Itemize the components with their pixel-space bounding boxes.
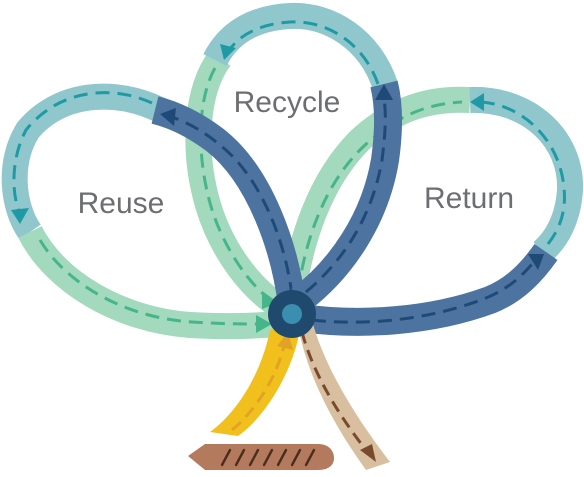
reuse-loop-mint-band xyxy=(18,225,277,340)
stem-yellow-arrow xyxy=(231,345,286,432)
stem-brown-hatch xyxy=(220,448,316,467)
reuse-loop-teal-arrowhead xyxy=(11,208,29,224)
stem-yellow-band xyxy=(210,330,300,436)
recycle-navy-arrow xyxy=(305,99,387,294)
stem-tan-arrow xyxy=(300,331,368,451)
reuse-loop-mint-arrowhead xyxy=(256,315,272,333)
return-label: Return xyxy=(424,182,514,215)
recycle-loop-teal-band xyxy=(203,2,398,90)
recycle-loop-teal-arrow xyxy=(226,20,380,85)
reuse-loop-teal-arrow xyxy=(12,91,153,215)
reuse-loop-mint-arrow xyxy=(38,239,259,326)
reuse-navy-arrowhead xyxy=(160,108,176,126)
recycle-navy-arrowhead xyxy=(375,84,393,100)
return-loop-teal-band xyxy=(469,86,584,262)
return-loop xyxy=(279,86,584,302)
reuse-label: Reuse xyxy=(78,187,165,220)
reuse-navy-band xyxy=(151,96,306,307)
reuse-loop xyxy=(1,83,277,340)
stem-tan-band xyxy=(297,320,390,470)
hub-circle-icon xyxy=(268,290,316,338)
navy-bands xyxy=(151,80,558,336)
recycle-navy-band xyxy=(291,80,402,312)
return-loop-mint-band xyxy=(279,86,471,302)
return-loop-mint-arrow xyxy=(296,100,463,293)
stem xyxy=(188,320,390,470)
return-navy-arrowhead xyxy=(528,254,544,270)
recycle-loop-teal-arrowhead xyxy=(220,44,236,60)
stem-tan-arrowhead xyxy=(360,444,376,462)
return-loop-teal-arrow xyxy=(479,100,566,245)
reuse-navy-arrow xyxy=(171,115,294,297)
recycle-loop-mint-arrow xyxy=(199,67,269,300)
stem-brown-rod xyxy=(188,444,334,470)
recycle-label: Recycle xyxy=(234,86,341,119)
reuse-loop-teal-band xyxy=(1,83,166,240)
return-loop-teal-arrowhead xyxy=(470,93,484,111)
recycle-loop xyxy=(185,2,398,320)
